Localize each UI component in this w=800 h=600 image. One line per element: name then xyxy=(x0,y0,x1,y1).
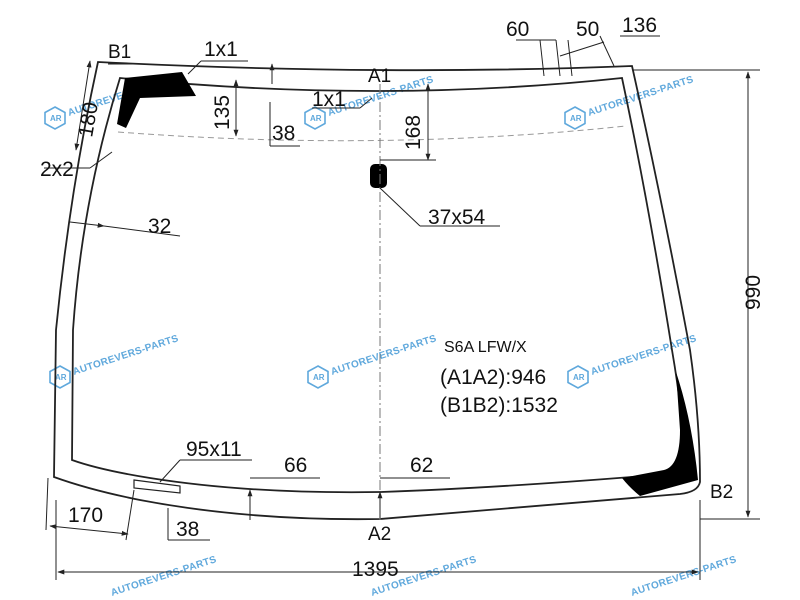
watermark-7: AUTOREVERS-PARTS AUTOREVERS-PARTS AUTORE… xyxy=(110,554,739,599)
dimension-lines xyxy=(44,35,760,580)
svg-text:AR: AR xyxy=(313,373,325,382)
dim-135: 135 xyxy=(211,95,234,130)
frit-corner-bottom-right xyxy=(622,372,698,496)
dim-1395: 1395 xyxy=(352,558,399,581)
svg-text:AR: AR xyxy=(570,114,582,123)
dim-38-bottom: 38 xyxy=(176,518,199,541)
measurement-a1a2: (A1A2):946 xyxy=(440,366,546,389)
point-b2: B2 xyxy=(710,482,733,503)
dim-center-1x1: 1x1 xyxy=(312,88,346,111)
point-b1: B1 xyxy=(108,42,131,63)
dim-32: 32 xyxy=(148,215,171,238)
dim-990: 990 xyxy=(742,275,765,310)
dim-60: 60 xyxy=(506,18,529,41)
svg-text:AUTOREVERS-PARTS: AUTOREVERS-PARTS xyxy=(630,554,739,599)
dim-2x2: 2x2 xyxy=(40,158,74,181)
dim-62: 62 xyxy=(410,454,433,477)
svg-text:AUTOREVERS-PARTS: AUTOREVERS-PARTS xyxy=(587,74,696,119)
measurement-b1b2: (B1B2):1532 xyxy=(440,394,558,417)
svg-text:AR: AR xyxy=(50,114,62,123)
shade-band-line xyxy=(117,125,627,142)
svg-text:AUTOREVERS-PARTS: AUTOREVERS-PARTS xyxy=(110,554,219,599)
frit-corner-top-left xyxy=(117,72,196,128)
dim-66: 66 xyxy=(284,454,307,477)
part-code: S6A LFW/X xyxy=(444,339,527,356)
point-a1: A1 xyxy=(368,66,391,87)
svg-text:AUTOREVERS-PARTS: AUTOREVERS-PARTS xyxy=(330,333,439,378)
dim-180: 180 xyxy=(74,100,103,139)
watermark-6: AR AUTOREVERS-PARTS xyxy=(567,333,699,389)
svg-text:AUTOREVERS-PARTS: AUTOREVERS-PARTS xyxy=(590,333,699,378)
dim-37x54: 37x54 xyxy=(428,206,486,229)
dim-168: 168 xyxy=(402,115,425,150)
svg-text:AUTOREVERS-PARTS: AUTOREVERS-PARTS xyxy=(72,333,181,378)
svg-text:AR: AR xyxy=(55,373,67,382)
dim-95x11: 95x11 xyxy=(186,438,242,461)
svg-text:AR: AR xyxy=(310,114,322,123)
dim-38-top: 38 xyxy=(272,122,295,145)
glass-outer-edge xyxy=(53,61,701,521)
watermark-4: AR AUTOREVERS-PARTS xyxy=(49,333,181,389)
point-a2: A2 xyxy=(368,524,391,545)
watermark-layer: AR AUTOREVERS-PARTS AR AUTOREVERS-PARTS … xyxy=(44,74,739,599)
dim-136: 136 xyxy=(622,14,657,37)
watermark-5: AR AUTOREVERS-PARTS xyxy=(307,333,439,389)
dim-170: 170 xyxy=(68,504,103,527)
dim-50: 50 xyxy=(576,18,599,41)
vin-label-window xyxy=(133,479,181,494)
svg-text:AR: AR xyxy=(573,373,585,382)
rain-sensor-pad xyxy=(370,164,387,188)
dim-corner-1x1: 1x1 xyxy=(204,38,238,61)
